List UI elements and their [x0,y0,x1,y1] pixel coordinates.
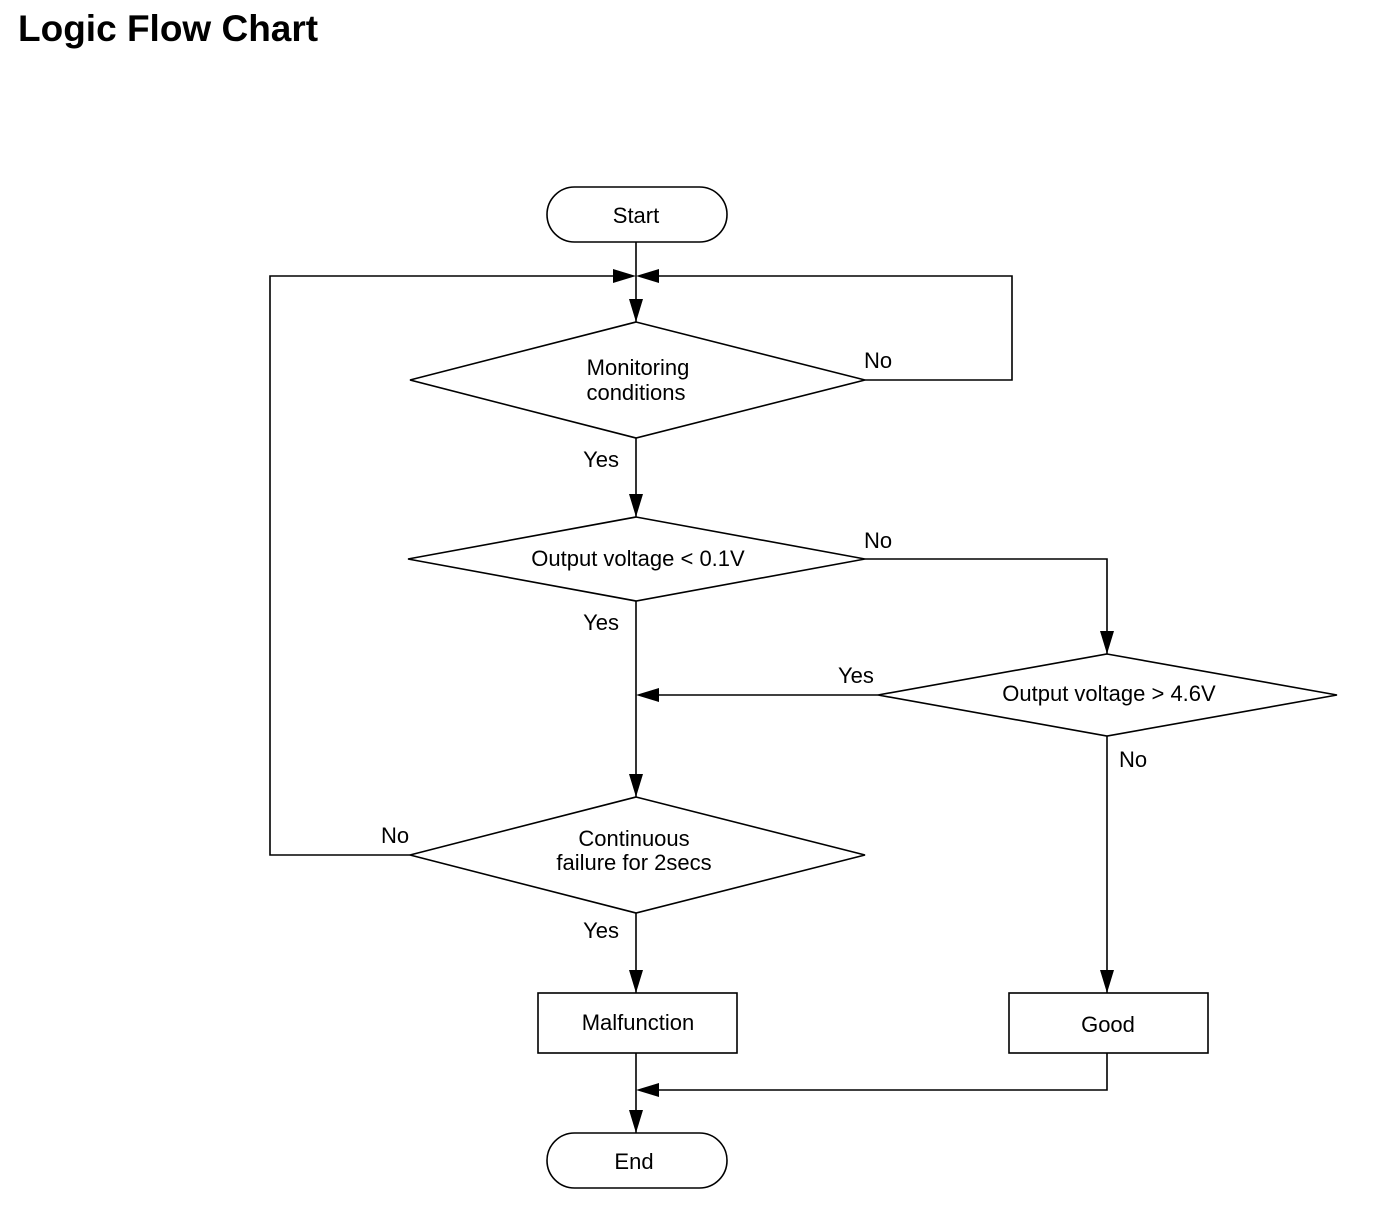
arrowhead-into-high-voltage [1100,631,1114,654]
end-terminal [546,1132,728,1189]
high-voltage-decision [877,653,1338,737]
continuous-label-line2: failure for 2secs [556,850,711,875]
monitoring-decision [409,321,866,439]
malfunction-box [537,992,738,1054]
node-output-voltage-low: Output voltage < 0.1V [407,516,866,602]
node-output-voltage-high: Output voltage > 4.6V [877,653,1338,737]
node-good: Good [1008,992,1209,1054]
edge-label-monitoring-no: No [864,348,892,373]
arrowhead-loop-left [613,269,636,283]
good-label: Good [1081,1012,1135,1037]
line-good-to-end [652,1053,1108,1091]
edge-label-low-no: No [864,528,892,553]
low-voltage-decision [407,516,866,602]
arrowhead-into-continuous [629,774,643,797]
edge-label-continuous-no: No [381,823,409,848]
connectors [269,242,1108,1133]
low-voltage-label: Output voltage < 0.1V [531,546,745,571]
edge-label-continuous-yes: Yes [583,918,619,943]
arrowhead-into-low-voltage [629,494,643,517]
node-start: Start [546,186,728,243]
page-title: Logic Flow Chart [18,8,319,49]
node-continuous-failure: Continuous failure for 2secs [409,796,866,914]
arrowhead-into-end [629,1110,643,1133]
arrowhead-into-malfunction [629,970,643,993]
node-end: End [546,1132,728,1189]
line-continuous-no-loop [269,275,618,856]
arrowhead-loop-right [636,269,659,283]
edge-label-high-yes: Yes [838,663,874,688]
continuous-label-line1: Continuous [578,826,689,851]
good-box [1008,992,1209,1054]
continuous-decision [409,796,866,914]
line-monitoring-no-loop [652,275,1013,381]
node-monitoring-conditions: Monitoring conditions [409,321,866,439]
monitoring-label-line2: conditions [586,380,685,405]
edge-label-high-no: No [1119,747,1147,772]
monitoring-label-line1: Monitoring [587,355,690,380]
malfunction-label: Malfunction [582,1010,695,1035]
arrowhead-merge-yes [636,688,659,702]
arrowhead-into-monitoring [629,299,643,322]
edge-label-monitoring-yes: Yes [583,447,619,472]
edge-labels: No Yes No Yes Yes No No Yes [381,348,1147,943]
arrowhead-into-good [1100,970,1114,993]
edge-label-low-yes: Yes [583,610,619,635]
node-malfunction: Malfunction [537,992,738,1054]
end-label: End [614,1149,653,1174]
arrowheads [613,269,1114,1133]
start-terminal [546,186,728,243]
high-voltage-label: Output voltage > 4.6V [1002,681,1216,706]
start-label: Start [613,203,659,228]
arrowhead-merge-good [636,1083,659,1097]
line-low-no-to-high [865,558,1108,654]
